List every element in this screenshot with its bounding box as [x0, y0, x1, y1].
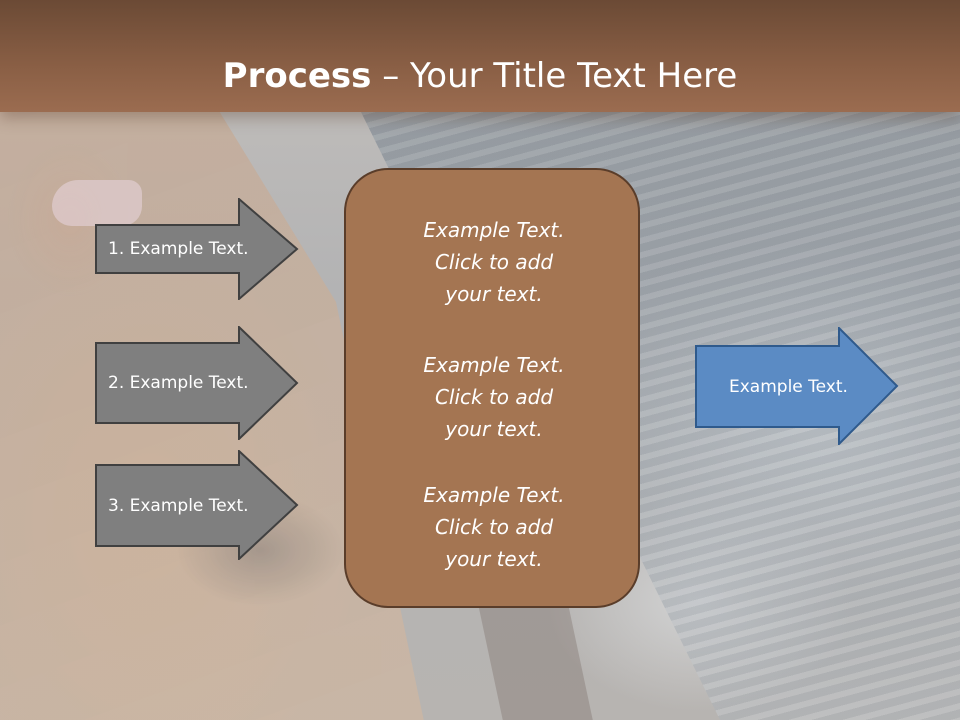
center-block-3-line-2: Click to add — [434, 515, 554, 539]
arrow-shape-3 — [95, 450, 299, 560]
right-arrow-label: Example Text. — [729, 376, 848, 397]
left-arrow-3[interactable]: 3. Example Text. — [95, 450, 299, 560]
slide-title[interactable]: Process – Your Title Text Here — [0, 56, 960, 96]
title-dash: – — [371, 56, 411, 96]
title-bar — [0, 0, 960, 112]
left-arrow-1-label: 1. Example Text. — [108, 239, 249, 259]
arrow-shape-1 — [95, 198, 299, 300]
center-block-2-line-3: your text. — [445, 417, 543, 441]
center-block-1-line-1: Example Text. — [423, 218, 565, 242]
sunglasses-detail — [52, 180, 142, 226]
center-block-1: Example Text. Click to add your text. — [346, 214, 642, 310]
center-block-3: Example Text. Click to add your text. — [346, 479, 642, 575]
arrow-shape-2 — [95, 326, 299, 440]
center-block-2-line-1: Example Text. — [423, 353, 565, 377]
left-arrow-3-label: 3. Example Text. — [108, 495, 249, 516]
center-block-1-line-2: Click to add — [434, 250, 554, 274]
left-arrow-1[interactable]: 1. Example Text. — [95, 198, 299, 300]
right-arrow-shape — [695, 327, 899, 445]
right-arrow[interactable]: Example Text. — [695, 327, 899, 445]
left-arrow-2[interactable]: 2. Example Text. — [95, 326, 299, 440]
center-block-3-line-1: Example Text. — [423, 483, 565, 507]
title-bold-part: Process — [222, 56, 372, 96]
center-block-2-line-2: Click to add — [434, 385, 554, 409]
center-text-box[interactable]: Example Text. Click to add your text. Ex… — [344, 168, 640, 608]
center-block-2: Example Text. Click to add your text. — [346, 349, 642, 445]
center-block-1-line-3: your text. — [445, 282, 543, 306]
left-arrow-2-label: 2. Example Text. — [108, 373, 249, 393]
center-block-3-line-3: your text. — [445, 547, 543, 571]
title-rest: Your Title Text Here — [410, 56, 738, 96]
